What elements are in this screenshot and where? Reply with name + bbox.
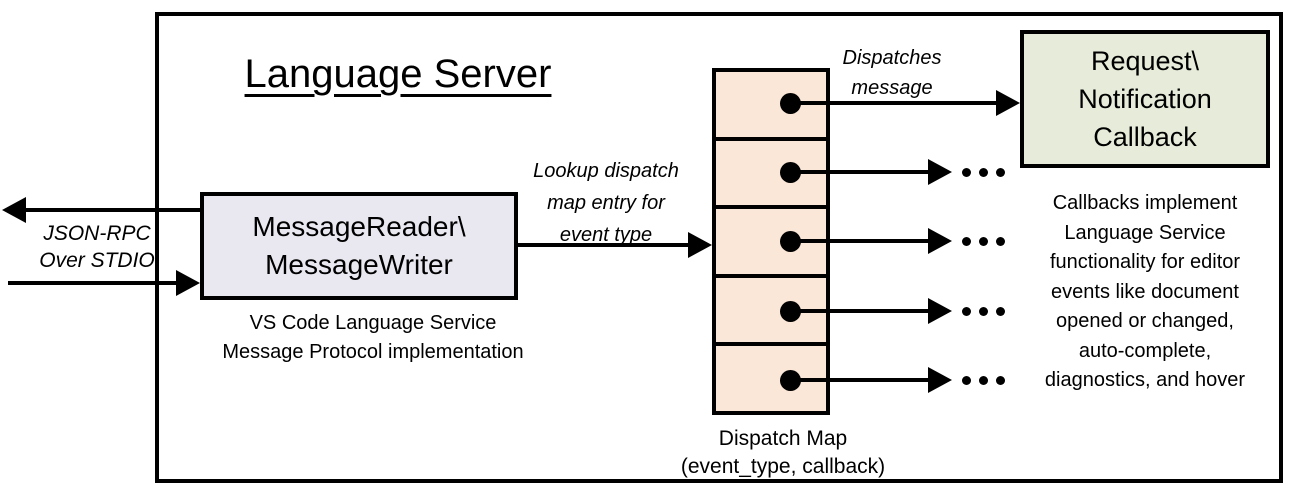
map-entry-dot-icon xyxy=(780,370,801,391)
arrow-right-icon xyxy=(928,228,952,254)
ellipsis-icon xyxy=(962,375,1005,385)
dispatch-arrow-line xyxy=(790,239,930,243)
stdio-out-arrow-line xyxy=(22,208,200,212)
dispatches-label-line2: message xyxy=(851,77,933,99)
dispatch-map xyxy=(712,68,830,415)
arrow-right-icon xyxy=(176,270,200,296)
dispatches-label: Dispatches message xyxy=(832,43,952,103)
arrow-right-icon xyxy=(688,232,712,258)
dispatch-arrow-line xyxy=(790,101,1000,105)
dispatch-cell xyxy=(716,72,826,141)
arrow-right-icon xyxy=(928,367,952,393)
callback-note-line: auto-complete, xyxy=(1078,339,1212,362)
request-notification-callback-box: Request\ Notification Callback xyxy=(1020,30,1270,168)
arrow-right-icon xyxy=(996,90,1020,116)
callback-note: Callbacks implement Language Service fun… xyxy=(1012,189,1278,396)
map-entry-dot-icon xyxy=(780,162,801,183)
map-entry-dot-icon xyxy=(780,231,801,252)
dispatch-arrow-line xyxy=(790,309,930,313)
callback-note-line: Language Service xyxy=(1064,221,1226,244)
lookup-label: Lookup dispatch map entry for event type xyxy=(518,155,694,251)
message-caption-line1: VS Code Language Service xyxy=(249,312,497,334)
callback-note-line: Callbacks implement xyxy=(1052,192,1238,214)
ellipsis-icon xyxy=(962,167,1005,177)
callback-box-line3: Callback xyxy=(1093,122,1197,152)
callback-note-line: functionality for editor xyxy=(1049,251,1241,273)
lookup-label-line3: event type xyxy=(559,224,653,246)
lookup-arrow-line xyxy=(517,243,690,247)
ellipsis-icon xyxy=(962,236,1005,246)
message-caption-line2: Message Protocol implementation xyxy=(222,341,524,363)
message-box-line2: MessageWriter xyxy=(265,249,453,280)
message-reader-writer-box: MessageReader\ MessageWriter xyxy=(200,192,518,300)
dispatch-arrow-line xyxy=(790,378,930,382)
callback-box-line2: Notification xyxy=(1078,84,1212,114)
ellipsis-icon xyxy=(962,306,1005,316)
message-box-caption: VS Code Language Service Message Protoco… xyxy=(175,309,571,367)
arrow-right-icon xyxy=(928,159,952,185)
dispatch-map-caption-line1: Dispatch Map xyxy=(718,427,848,450)
diagram-title: Language Server xyxy=(244,52,552,96)
dispatch-arrow-line xyxy=(790,170,930,174)
arrow-left-icon xyxy=(2,197,26,223)
map-entry-dot-icon xyxy=(780,93,801,114)
callback-note-line: opened or changed, xyxy=(1056,310,1234,332)
map-entry-dot-icon xyxy=(780,301,801,322)
language-server-box xyxy=(155,12,1283,483)
stdio-in-arrow-line xyxy=(8,281,178,285)
stdio-label: JSON-RPC Over STDIO xyxy=(22,220,172,274)
dispatches-label-line1: Dispatches xyxy=(842,47,942,69)
stdio-label-line2: Over STDIO xyxy=(39,249,155,272)
callback-note-line: events like document xyxy=(1051,280,1239,303)
stdio-label-line1: JSON-RPC xyxy=(43,222,151,245)
arrow-right-icon xyxy=(928,298,952,324)
dispatch-cell xyxy=(716,209,826,278)
dispatch-map-caption-line2: (event_type, callback) xyxy=(680,455,886,478)
lookup-label-line1: Lookup dispatch xyxy=(533,160,679,182)
dispatch-cell xyxy=(716,140,826,210)
message-box-line1: MessageReader\ xyxy=(252,211,466,242)
callback-note-line: diagnostics, and hover xyxy=(1044,369,1246,391)
callback-box-line1: Request\ xyxy=(1090,46,1200,76)
dispatch-map-caption: Dispatch Map (event_type, callback) xyxy=(658,425,908,481)
lookup-label-line2: map entry for xyxy=(547,192,665,214)
